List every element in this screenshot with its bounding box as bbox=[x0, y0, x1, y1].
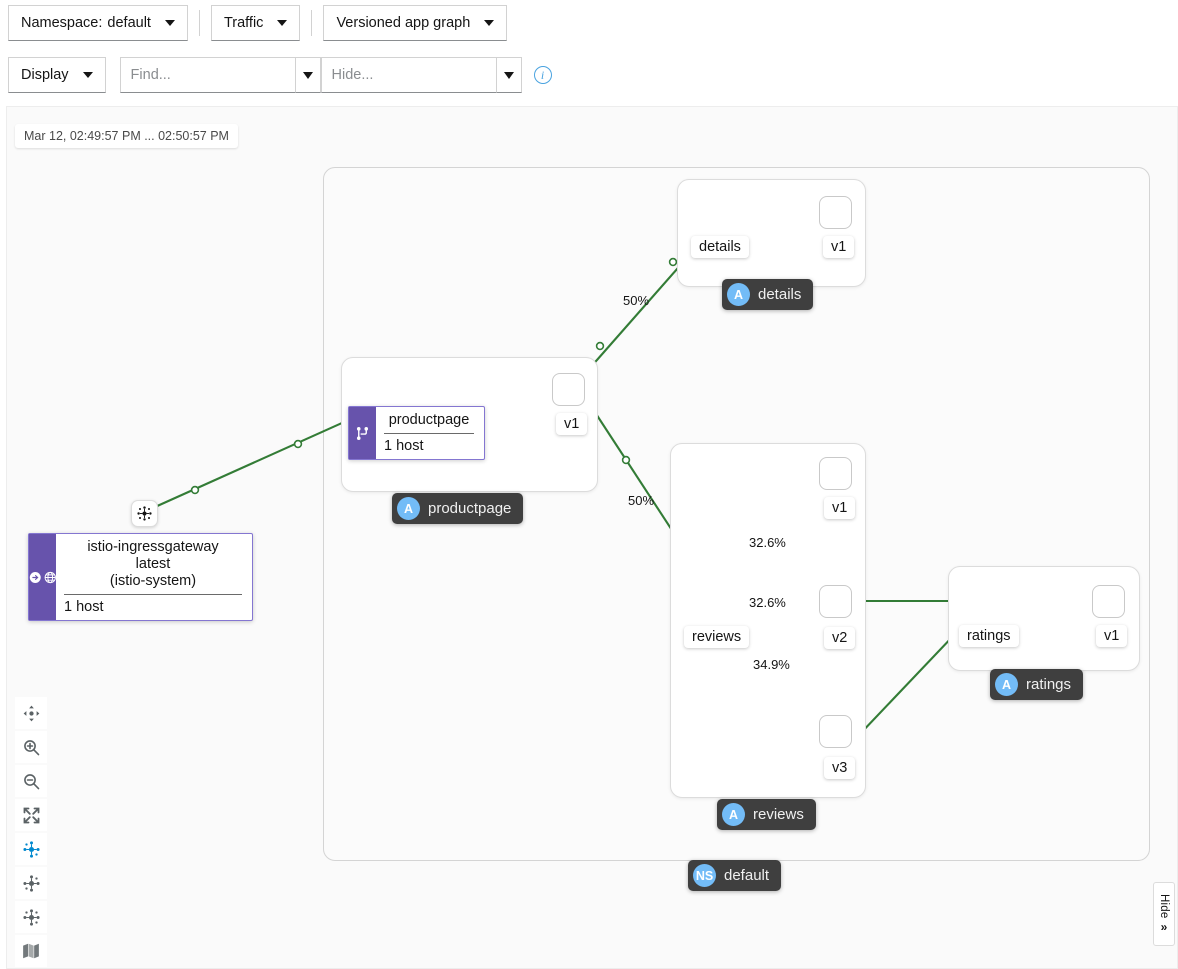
app-kind-icon: A bbox=[722, 803, 745, 826]
hide-panel-label: Hide bbox=[1158, 893, 1170, 919]
chevron-down-icon bbox=[164, 20, 175, 26]
display-menu-label: Display bbox=[21, 67, 69, 83]
edge-label-reviews-v1: 32.6% bbox=[749, 535, 786, 550]
graph-toolbar-secondary: Display i bbox=[0, 46, 1178, 104]
graph-type-selector-label: Versioned app graph bbox=[336, 15, 471, 31]
workload-node-ingressgateway[interactable] bbox=[131, 500, 158, 527]
app-kind-icon: A bbox=[397, 497, 420, 520]
app-badge-label: reviews bbox=[753, 806, 804, 823]
service-label-details[interactable]: details bbox=[691, 236, 749, 258]
time-range-label: Mar 12, 02:49:57 PM ... 02:50:57 PM bbox=[15, 124, 238, 148]
version-label-reviews-v1[interactable]: v1 bbox=[824, 497, 856, 519]
version-label-reviews-v3[interactable]: v3 bbox=[824, 757, 856, 779]
version-label-ratings-v1[interactable]: v1 bbox=[1096, 625, 1128, 647]
fit-screen-icon[interactable] bbox=[15, 799, 47, 831]
toolbar-divider bbox=[311, 10, 313, 36]
chevron-down-icon bbox=[484, 20, 495, 26]
app-badge-details[interactable]: A details bbox=[722, 279, 814, 310]
namespace-badge-label: default bbox=[724, 867, 770, 884]
service-card-detail-productpage: 1 host bbox=[384, 438, 424, 455]
app-badge-label: details bbox=[758, 286, 802, 303]
namespace-selector[interactable]: Namespace: default bbox=[8, 5, 188, 41]
service-label-ratings[interactable]: ratings bbox=[959, 625, 1019, 647]
zoom-in-icon[interactable] bbox=[15, 731, 47, 763]
card-divider bbox=[64, 594, 242, 596]
workload-card-title-line1: istio-ingressgateway bbox=[87, 539, 219, 555]
double-chevron-right-icon: » bbox=[1160, 920, 1168, 935]
chevron-down-icon bbox=[302, 71, 313, 79]
version-node-reviews-v2[interactable] bbox=[819, 585, 852, 618]
version-node-details-v1[interactable] bbox=[819, 196, 852, 229]
namespace-kind-icon: NS bbox=[693, 864, 716, 887]
toolbar-divider bbox=[198, 10, 200, 36]
info-icon[interactable]: i bbox=[533, 66, 552, 84]
version-node-reviews-v1[interactable] bbox=[819, 457, 852, 490]
version-label-details-v1[interactable]: v1 bbox=[823, 236, 855, 258]
traffic-selector[interactable]: Traffic bbox=[210, 5, 301, 41]
zoom-out-icon[interactable] bbox=[15, 765, 47, 797]
app-badge-ratings[interactable]: A ratings bbox=[990, 669, 1084, 700]
globe-icon bbox=[44, 571, 56, 583]
gateway-icons bbox=[29, 534, 56, 621]
app-badge-label: productpage bbox=[428, 500, 512, 517]
graph-toolbar-primary: Namespace: default Traffic Versioned app… bbox=[0, 0, 1178, 46]
arrow-circle-right-icon bbox=[29, 571, 41, 583]
edge-label-reviews-v3: 34.9% bbox=[753, 657, 790, 672]
pan-icon[interactable] bbox=[15, 697, 47, 729]
app-kind-icon: A bbox=[727, 283, 750, 306]
layout-dagre-icon[interactable] bbox=[15, 833, 47, 865]
version-node-productpage-v1[interactable] bbox=[552, 373, 585, 406]
edge-label-to-details: 50% bbox=[623, 293, 650, 308]
route-icon bbox=[349, 407, 376, 460]
workload-card-title-line3: (istio-system) bbox=[109, 573, 197, 590]
chevron-down-icon bbox=[82, 72, 93, 78]
workload-card-detail: 1 host bbox=[64, 599, 104, 616]
workload-card-title-line2: latest bbox=[135, 556, 171, 573]
version-node-ratings-v1[interactable] bbox=[1092, 585, 1125, 618]
hide-dropdown-toggle[interactable] bbox=[495, 57, 522, 93]
namespace-selector-value: default bbox=[107, 15, 151, 31]
find-hide-group bbox=[119, 57, 522, 93]
workload-card-ingressgateway[interactable]: istio-ingressgateway latest (istio-syste… bbox=[28, 533, 253, 622]
mesh-topology-icon bbox=[137, 506, 152, 521]
version-node-reviews-v3[interactable] bbox=[819, 715, 852, 748]
find-input[interactable] bbox=[119, 57, 295, 93]
app-group-ratings[interactable] bbox=[948, 566, 1140, 671]
service-card-title-productpage: productpage bbox=[388, 412, 470, 428]
card-divider bbox=[384, 433, 474, 435]
traffic-selector-label: Traffic bbox=[223, 15, 264, 31]
edge-label-reviews-v2: 32.6% bbox=[749, 595, 786, 610]
graph-canvas[interactable]: Mar 12, 02:49:57 PM ... 02:50:57 PM bbox=[6, 106, 1178, 969]
service-card-productpage[interactable]: productpage 1 host bbox=[348, 406, 485, 461]
version-label-reviews-v2[interactable]: v2 bbox=[824, 627, 856, 649]
chevron-down-icon bbox=[277, 20, 288, 26]
display-menu-button[interactable]: Display bbox=[8, 57, 106, 93]
layout-cola-icon[interactable] bbox=[15, 867, 47, 899]
hide-input[interactable] bbox=[320, 57, 496, 93]
namespace-badge-default[interactable]: NS default bbox=[688, 860, 782, 891]
graph-type-selector[interactable]: Versioned app graph bbox=[323, 5, 508, 41]
chevron-down-icon bbox=[503, 71, 514, 79]
app-kind-icon: A bbox=[995, 673, 1018, 696]
service-label-reviews[interactable]: reviews bbox=[684, 626, 750, 648]
graph-tool-rail bbox=[15, 697, 47, 967]
app-badge-label: ratings bbox=[1026, 676, 1072, 693]
app-badge-productpage[interactable]: A productpage bbox=[392, 493, 524, 524]
layout-grid-icon[interactable] bbox=[15, 901, 47, 933]
edge-label-to-reviews: 50% bbox=[628, 493, 655, 508]
app-badge-reviews[interactable]: A reviews bbox=[717, 799, 816, 830]
namespace-selector-label: Namespace: bbox=[21, 15, 103, 31]
side-panel-hide-toggle[interactable]: Hide » bbox=[1153, 882, 1175, 946]
legend-map-icon[interactable] bbox=[15, 935, 47, 967]
find-dropdown-toggle[interactable] bbox=[294, 57, 321, 93]
version-label-productpage-v1[interactable]: v1 bbox=[556, 413, 588, 435]
